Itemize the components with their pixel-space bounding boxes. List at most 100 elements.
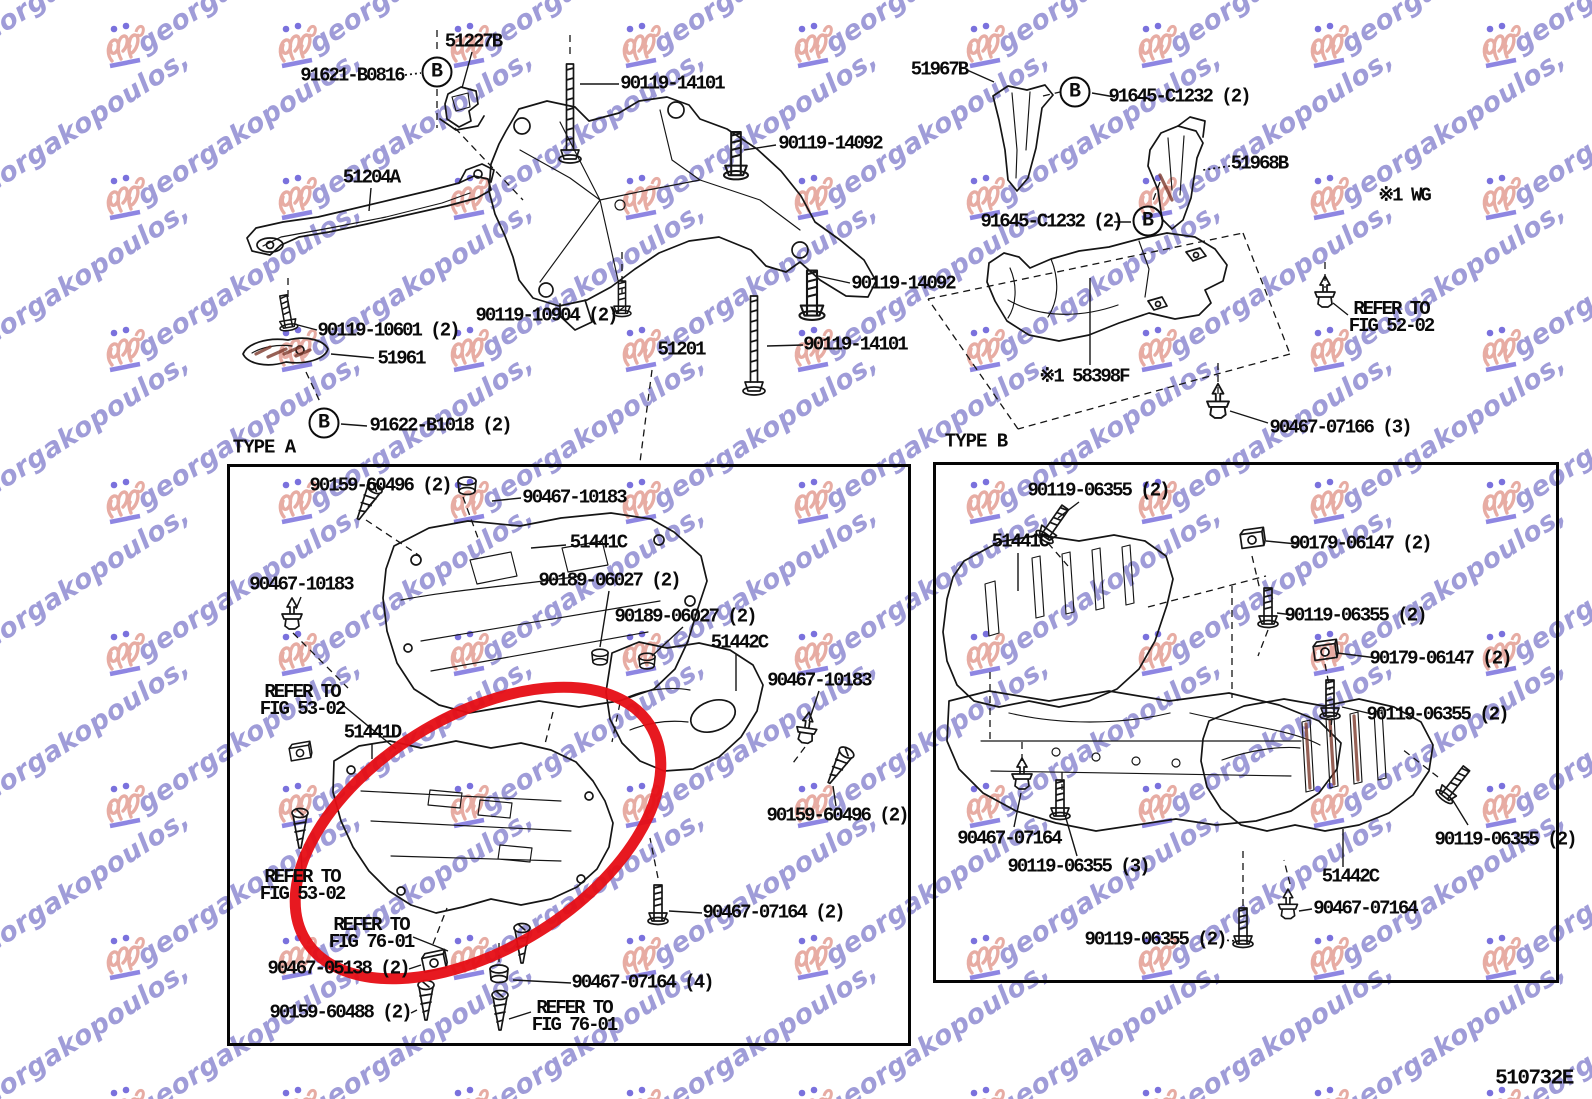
watermark-logo-icon [278,22,317,69]
watermark-logo-icon [450,630,489,677]
part-number-label: 90159-60496 (2) [309,474,452,497]
watermark: georgakopoulos, [274,347,540,527]
watermark: georgakopoulos, [1478,651,1592,831]
watermark: georgakopoulos, [1478,955,1592,1099]
watermark: georgakopoulos, [618,43,884,223]
watermark: georgakopoulos, [962,803,1228,983]
part-number-label: 90467-07164 (4) [571,971,714,994]
watermark: georgakopoulos, [962,347,1228,527]
watermark: georgakopoulos, [790,347,1056,527]
watermark-logo-icon [106,174,145,221]
part-number-label: 51227B [444,30,503,53]
watermark: georgakopoulos, [618,803,884,983]
watermark-logo-icon [450,326,489,373]
part-51441c-under-cover-type-b [942,534,1342,832]
part-number-label: 51442C [710,631,769,654]
part-number-label: 90119-14092 [778,132,883,155]
watermark: georgakopoulos, [1134,0,1400,71]
watermark: georgakopoulos, [1134,651,1400,831]
watermark: georgakopoulos, [790,499,1056,679]
leader-lines [293,51,1469,1020]
watermark-logo-icon [966,478,1005,525]
type-b-panel [933,462,1559,983]
watermark-logo-icon [1486,1086,1521,1099]
watermark: georgakopoulos, [1478,195,1592,375]
watermark-logo-icon [794,478,833,525]
watermark: georgakopoulos, [1134,955,1400,1099]
watermark-logo-icon [966,934,1005,981]
watermark: georgakopoulos, [1306,347,1572,527]
watermark-logo-icon [966,22,1005,69]
watermark: georgakopoulos, [1306,651,1572,831]
watermark-logo-icon [1482,934,1521,981]
part-number-label: 51967B [910,58,969,81]
watermark-logo-icon [106,326,145,373]
part-number-label: 51961 [377,347,426,370]
watermark: georgakopoulos, [1478,43,1592,223]
watermark: georgakopoulos, [1134,803,1400,983]
watermark: georgakopoulos, [1478,803,1592,983]
part-51961-plate [242,337,329,366]
watermark-logo-icon [278,174,317,221]
part-number-label: 51441D [343,721,402,744]
watermark: georgakopoulos, [962,499,1228,679]
part-number-label: 91622-B1018 (2) [369,414,512,437]
part-51441c-under-cover-type-a [382,512,708,714]
watermark-logo-icon [1310,478,1349,525]
detail-marker-b: B [421,56,453,88]
watermark: georgakopoulos, [1306,955,1572,1099]
part-number-label: 91621-B0816 [300,64,405,87]
watermark: georgakopoulos, [274,43,540,223]
part-number-label: ※1 WG [1378,184,1432,207]
part-number-label: 90119-06355 (3) [1007,855,1150,878]
part-number-label: 90119-06355 (2) [1366,703,1509,726]
panel-type-label: TYPE A [232,436,296,459]
part-number-label: 90119-06355 (2) [1434,828,1577,851]
watermark-logo-icon [1482,326,1521,373]
part-51967b-bracket [992,84,1054,192]
part-number-label: 90189-06027 (2) [538,569,681,592]
watermark-logo-icon [794,326,833,373]
watermark: georgakopoulos, [790,195,1056,375]
part-number-label: 90467-10183 [522,486,627,509]
watermark: georgakopoulos, [102,803,368,983]
part-number-label: 51201 [657,338,706,361]
figure-code-label: 510732E [1495,1067,1574,1091]
watermark: georgakopoulos, [102,0,368,71]
part-number-label: 90467-05138 (2) [267,957,410,980]
watermark: georgakopoulos, [962,0,1228,71]
part-number-label: 90159-60496 (2) [766,804,909,827]
part-number-label: ※1 58398F [1039,365,1130,388]
watermark: georgakopoulos, [102,195,368,375]
watermark: georgakopoulos, [102,347,368,527]
watermark-logo-icon [1482,174,1521,221]
watermark: georgakopoulos, [790,0,1056,71]
watermark: georgakopoulos, [790,955,1056,1099]
part-number-label: 90159-60488 (2) [269,1001,412,1024]
assembly-reference-lines [287,30,1439,962]
part-number-label: 90119-06355 (2) [1027,479,1170,502]
part-51227b-bracket [439,86,485,131]
part-number-label: REFER TO FIG 53-02 [259,866,347,905]
watermark-logo-icon [1138,782,1177,829]
watermark-logo-icon [110,1086,145,1099]
watermark-logo-icon [106,782,145,829]
panel-type-label: TYPE B [944,430,1008,453]
watermark-logo-icon [970,1086,1005,1099]
part-number-label: 90119-10601 (2) [317,319,460,342]
highlight-ellipse [289,681,667,985]
watermark-logo-icon [1310,782,1349,829]
watermark: georgakopoulos, [102,499,368,679]
part-number-label: 90467-10183 [249,573,354,596]
watermark: georgakopoulos, [274,195,540,375]
watermark-logo-icon [622,22,661,69]
watermark-logo-icon [1142,1086,1177,1099]
detail-marker-b: B [1059,76,1091,108]
watermark: georgakopoulos, [790,803,1056,983]
watermark-logo-icon [278,782,317,829]
watermark-logo-icon [794,174,833,221]
watermark: georgakopoulos, [446,499,712,679]
part-number-label: 90467-07164 (2) [702,901,845,924]
detail-marker-b: B [308,407,340,439]
